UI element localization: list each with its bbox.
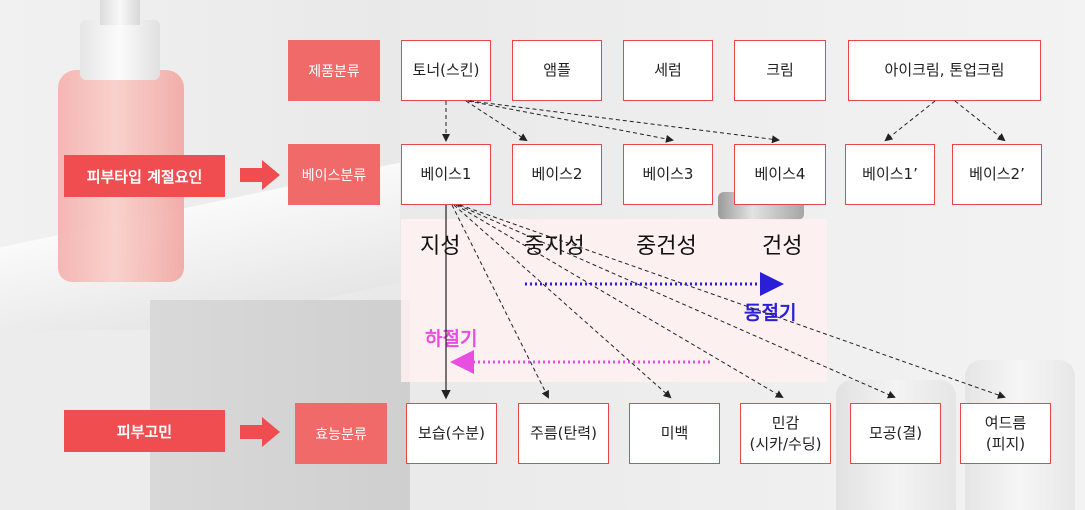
base-box-1-prime: 베이스1’ [845, 144, 935, 205]
base-category-tag: 베이스분류 [288, 144, 380, 205]
effect-box-wrinkle: 주름(탄력) [518, 403, 609, 464]
skin-type-oily: 지성 [420, 234, 461, 259]
effect-box-acne: 여드름 (피지) [960, 403, 1051, 464]
product-box-eyecream-toneup: 아이크림, 톤업크림 [848, 40, 1041, 101]
skin-type-dry: 건성 [762, 234, 803, 259]
arrow-base1-wrinkle [451, 204, 549, 399]
product-box-cream: 크림 [734, 40, 826, 101]
skin-concern-label: 피부고민 [64, 410, 225, 452]
skin-type-season-factor-label: 피부타입 계절요인 [64, 155, 225, 197]
arrow-base1-whitening [453, 204, 672, 399]
arrow-toner-base2 [465, 100, 528, 142]
base-box-3: 베이스3 [623, 144, 713, 205]
effect-category-tag: 효능분류 [295, 403, 387, 464]
arrow-base1-pore [457, 204, 896, 399]
arrow-toner-base3 [467, 100, 674, 143]
arrow-base1-acne [459, 204, 1006, 399]
background-bottle-cap [80, 20, 160, 80]
background-bottle-dropper [100, 0, 140, 25]
base-box-2-prime: 베이스2’ [952, 144, 1042, 205]
red-arrow-base [240, 160, 280, 190]
base-box-1: 베이스1 [401, 144, 491, 205]
season-summer-label: 하절기 [425, 328, 478, 350]
effect-box-sensitive: 민감 (시카/수딩) [740, 403, 831, 464]
product-box-serum: 세럼 [623, 40, 713, 101]
product-category-tag: 제품분류 [288, 40, 380, 101]
red-arrow-effect [240, 417, 280, 447]
arrow-toner-base4 [469, 100, 780, 144]
base-box-2: 베이스2 [512, 144, 602, 205]
arrow-eyecream-base1p [884, 100, 936, 142]
effect-box-whitening: 미백 [629, 403, 720, 464]
product-box-ampoule: 앰플 [512, 40, 602, 101]
skin-type-dry-combination: 중건성 [636, 234, 697, 259]
product-box-toner: 토너(스킨) [401, 40, 491, 101]
base-box-4: 베이스4 [734, 144, 826, 205]
effect-box-moisture: 보습(수분) [406, 403, 497, 464]
arrow-eyecream-base2p [954, 100, 1006, 142]
season-winter-label: 동절기 [744, 302, 797, 324]
effect-box-pore: 모공(결) [850, 403, 941, 464]
arrow-base1-sensitive [455, 204, 784, 399]
